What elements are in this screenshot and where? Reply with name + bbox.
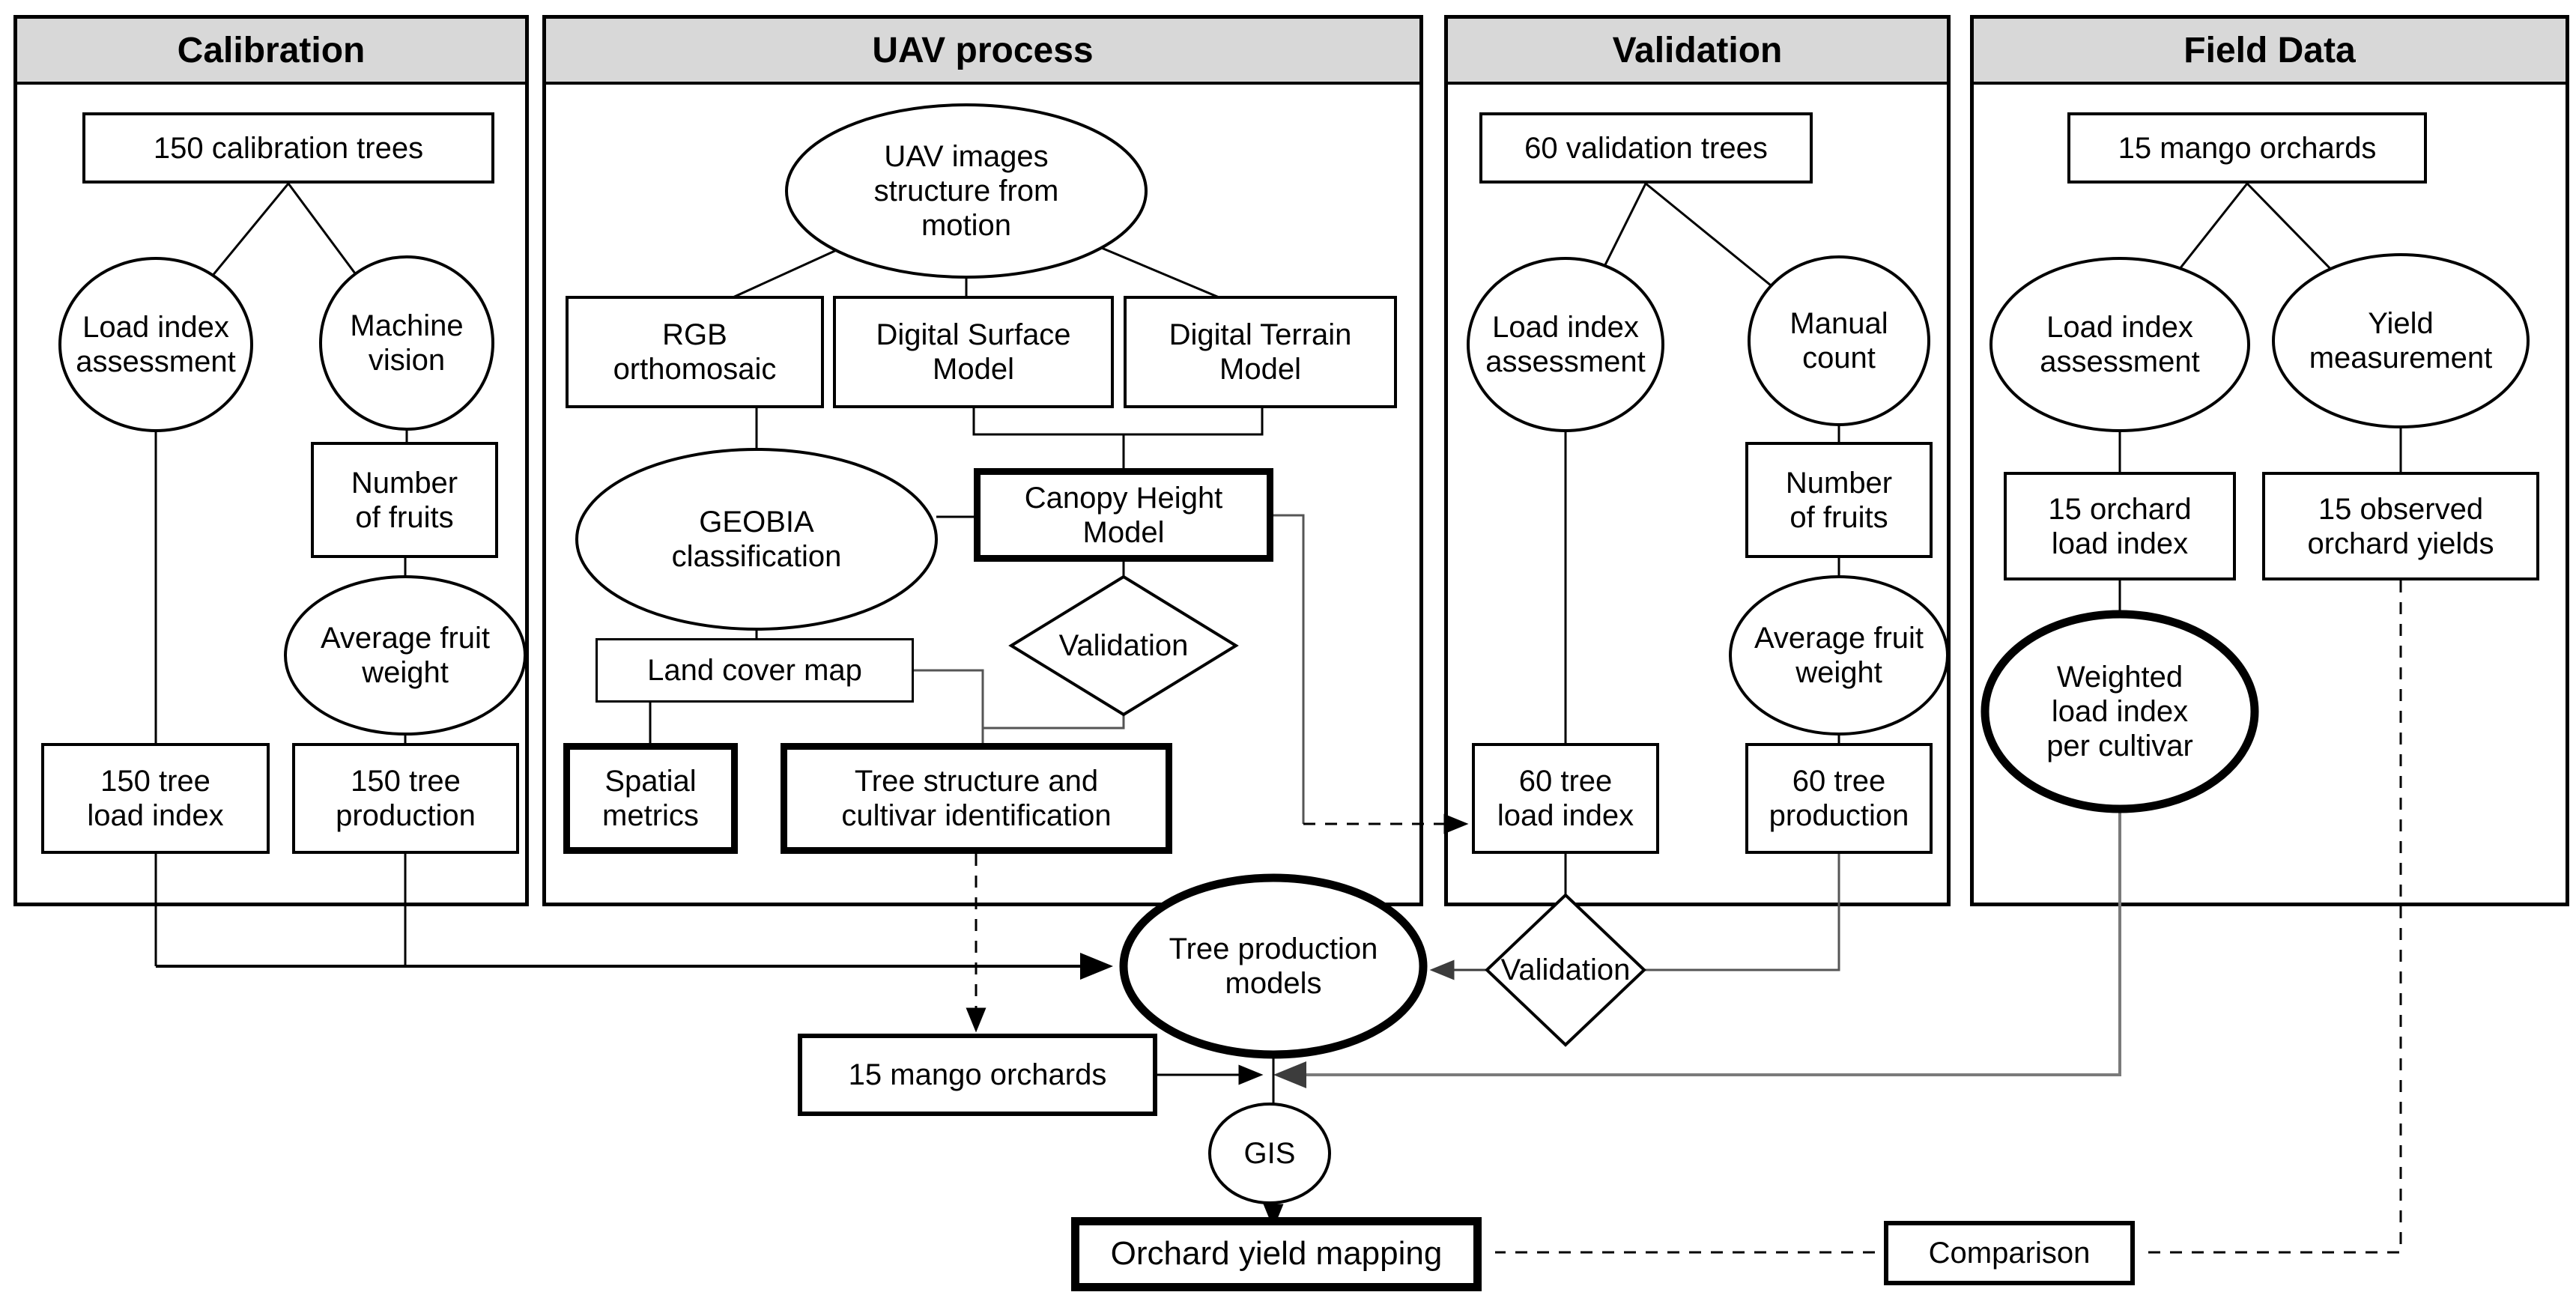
node-label: Orchard yield mapping [1110,1235,1443,1273]
panel-title-text: Field Data [2183,30,2356,70]
node-15-mango-orchards-bottom: 15 mango orchards [798,1034,1157,1116]
edge-weighted-to-junction [1273,809,2121,1088]
node-label: Digital Terrain Model [1169,318,1352,386]
edge-dashed-observed-comparison [2144,580,2402,1254]
panel-uav-title: UAV process [546,19,1419,85]
node-val-number-of-fruits: Number of fruits [1745,442,1933,558]
shape-val-manual-count [1748,255,1930,426]
node-label: 15 mango orchards [848,1058,1107,1091]
node-label: 150 tree load index [87,765,224,832]
node-rgb-orthomosaic: RGB orthomosaic [566,296,824,408]
node-label: 150 tree production [336,765,476,832]
shape-cal-machine-vision [319,255,494,431]
node-comparison: Comparison [1884,1221,2135,1285]
node-label: 15 orchard load index [2048,492,2192,560]
shape-field-load-index [1989,257,2250,432]
node-label: Number of fruits [351,466,458,534]
edge-chm-elbow-down [1273,514,1305,824]
node-150-tree-load-index: 150 tree load index [41,743,270,854]
shape-cal-load-index [58,257,253,432]
node-label: 15 mango orchards [2118,131,2377,165]
node-digital-terrain-model: Digital Terrain Model [1124,296,1397,408]
node-label: Land cover map [647,654,862,687]
edge-validation-treestructure [983,715,1125,730]
node-canopy-height-model: Canopy Height Model [974,468,1273,562]
shape-val-load-index [1467,257,1664,432]
shape-uav-sfm [785,103,1148,279]
shape-val-avg-weight [1729,575,1949,736]
node-15-orchard-load-index: 15 orchard load index [2004,472,2236,580]
shape-gis [1208,1103,1331,1204]
node-digital-surface-model: Digital Surface Model [833,296,1114,408]
edge-landcover-treestructure [914,669,984,749]
node-label: Tree structure and cultivar identificati… [841,765,1112,832]
node-label: Digital Surface Model [876,318,1071,386]
node-label: RGB orthomosaic [613,318,777,386]
node-15-observed-orchard-yields: 15 observed orchard yields [2262,472,2539,580]
shape-field-weighted-load [1981,610,2259,813]
node-label: Number of fruits [1785,466,1893,534]
node-label: 60 tree production [1769,765,1909,832]
shape-field-yield-measurement [2272,253,2530,428]
node-150-calibration-trees: 150 calibration trees [82,112,494,184]
node-tree-structure-cultivar: Tree structure and cultivar identificati… [781,743,1172,854]
node-label: 60 tree load index [1497,765,1634,832]
node-spatial-metrics: Spatial metrics [563,743,738,854]
shape-uav-validation-diamond [1008,574,1239,717]
node-60-tree-load-index: 60 tree load index [1472,743,1659,854]
node-cal-number-of-fruits: Number of fruits [311,442,498,558]
panel-field-title: Field Data [1974,19,2566,85]
node-150-tree-production: 150 tree production [292,743,519,854]
shape-uav-geobia [575,448,938,631]
node-15-mango-orchards-top: 15 mango orchards [2067,112,2427,184]
panel-title-text: UAV process [872,30,1094,70]
node-orchard-yield-mapping: Orchard yield mapping [1071,1217,1482,1291]
panel-title-text: Validation [1612,30,1783,70]
panel-calibration-title: Calibration [17,19,525,85]
panel-validation-title: Validation [1448,19,1947,85]
panel-title-text: Calibration [177,30,366,70]
node-label: Spatial metrics [602,765,699,832]
node-label: 150 calibration trees [153,131,424,165]
node-label: Comparison [1928,1237,2091,1270]
node-label: 60 validation trees [1524,131,1768,165]
edge-60treeprod-diamond [1644,854,1840,971]
shape-cal-avg-weight [284,575,527,736]
node-60-tree-production: 60 tree production [1745,743,1933,854]
node-label: 15 observed orchard yields [2307,492,2494,560]
edge-dsm-dtm-elbow [972,408,1264,436]
node-label: Canopy Height Model [1024,481,1223,549]
node-60-validation-trees: 60 validation trees [1479,112,1813,184]
shape-val-validation-diamond [1485,893,1646,1047]
shape-tree-production-models [1119,873,1428,1059]
node-land-cover-map: Land cover map [595,638,914,703]
